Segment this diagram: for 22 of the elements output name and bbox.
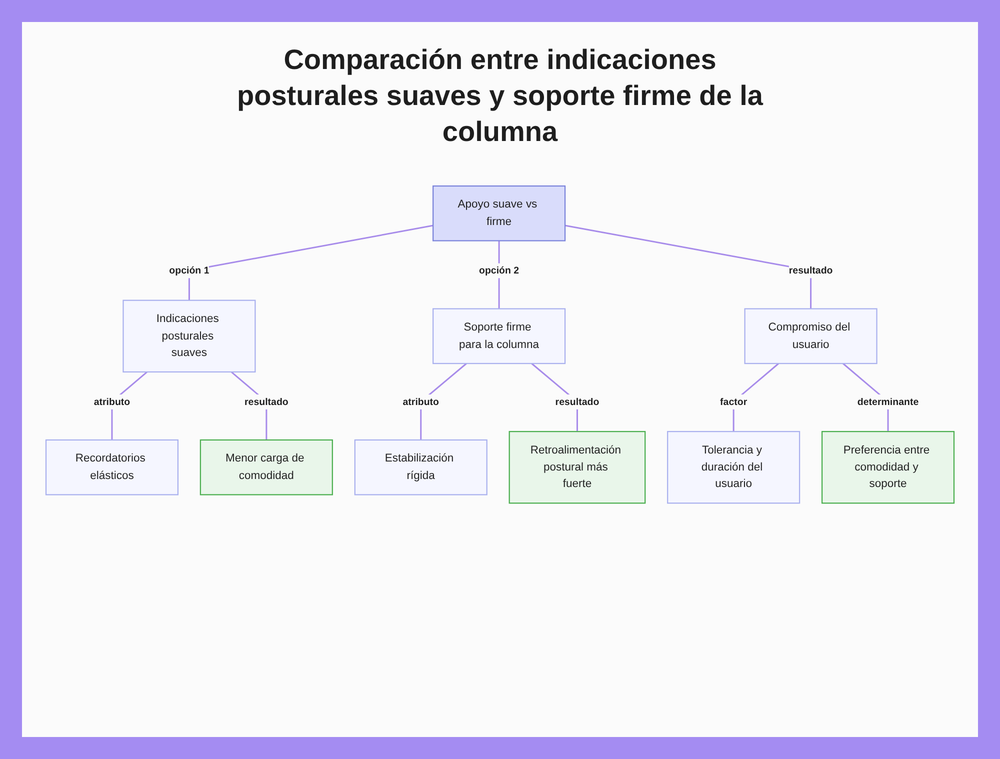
node-box: Preferencia entre comodidad y soporte: [821, 430, 955, 504]
edge-label: opción 2: [479, 264, 520, 276]
node-box: Retroalimentación postural más fuerte: [508, 430, 646, 504]
node-box: Apoyo suave vs firme: [432, 185, 566, 242]
edge-label: resultado: [555, 396, 600, 408]
edge-label: atributo: [402, 396, 440, 408]
node-box: Compromiso del usuario: [744, 308, 878, 364]
connector: [188, 224, 434, 300]
node-box: Menor carga de comodidad: [200, 439, 333, 496]
edge-label: resultado: [788, 264, 833, 276]
edge-label: resultado: [244, 396, 288, 408]
edge-label: factor: [720, 396, 748, 408]
node-box: Tolerancia y duración del usuario: [667, 430, 800, 504]
connector: [564, 224, 812, 309]
edge-label: opción 1: [169, 264, 210, 276]
edge-label: determinante: [857, 396, 919, 408]
node-box: Indicaciones posturales suaves: [122, 300, 256, 372]
node-box: Soporte firme para la columna: [432, 308, 566, 364]
node-box: Recordatorios elásticos: [45, 439, 179, 496]
node-box: Estabilización rígida: [354, 439, 488, 496]
edge-label: atributo: [94, 396, 130, 408]
diagram-title: Comparación entre indicaciones posturales suaves y soporte firme de la columna: [236, 43, 764, 149]
